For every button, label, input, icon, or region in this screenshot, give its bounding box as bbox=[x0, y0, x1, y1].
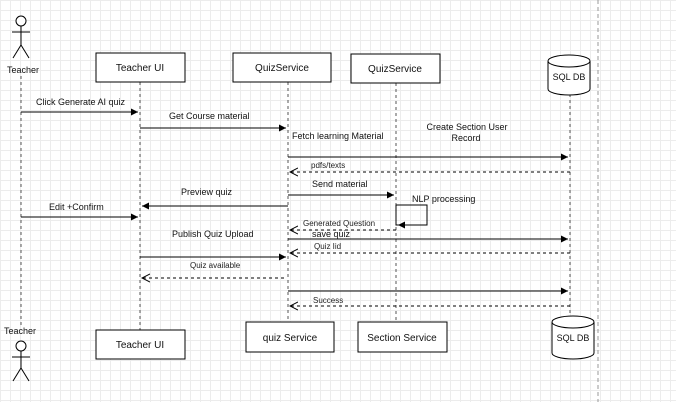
message-edit-confirm: Edit +Confirm bbox=[21, 202, 138, 221]
sql-db-cylinder-top bbox=[547, 54, 591, 96]
teacher-actor-bottom bbox=[12, 340, 30, 382]
section-service-box-bottom: Section Service bbox=[357, 321, 448, 353]
svg-text:Preview quiz: Preview quiz bbox=[181, 187, 233, 197]
svg-text:Success: Success bbox=[313, 296, 343, 305]
message-quiz-available: Quiz available bbox=[142, 261, 284, 278]
sql-db-cylinder-bottom bbox=[551, 315, 595, 360]
svg-text:quiz Service: quiz Service bbox=[263, 333, 318, 344]
svg-text:Generated Question: Generated Question bbox=[303, 219, 375, 228]
svg-text:Quiz available: Quiz available bbox=[190, 261, 241, 270]
message-quiz-iid: Quiz Iid bbox=[290, 242, 570, 253]
sql-db-label-top: SQL DB bbox=[553, 72, 586, 82]
svg-text:Click Generate AI quiz: Click Generate AI quiz bbox=[36, 97, 126, 107]
message-click-generate: Click Generate AI quiz bbox=[21, 97, 138, 116]
label-nlp-processing: NLP processing bbox=[412, 194, 475, 204]
teacher-ui-box-top: Teacher UI bbox=[95, 52, 186, 83]
label-create-section-line1: Create Section User bbox=[426, 122, 507, 132]
svg-text:Section Service: Section Service bbox=[367, 333, 437, 344]
message-preview-quiz: Preview quiz bbox=[142, 187, 288, 210]
message-success: Success bbox=[290, 296, 570, 306]
quiz-service-box-top: QuizService bbox=[232, 52, 332, 83]
nlp-self-loop bbox=[395, 204, 428, 226]
sql-db-label-bottom: SQL DB bbox=[557, 333, 590, 343]
svg-text:QuizService: QuizService bbox=[368, 64, 422, 75]
quiz-service2-box-top: QuizService bbox=[350, 53, 441, 84]
svg-text:Teacher UI: Teacher UI bbox=[116, 340, 164, 351]
label-create-section-line2: Record bbox=[451, 133, 480, 143]
message-send-material: Send material bbox=[288, 179, 394, 199]
svg-text:save quiz: save quiz bbox=[312, 229, 351, 239]
label-publish-quiz-upload: Publish Quiz Upload bbox=[172, 229, 254, 239]
teacher-ui-box-bottom: Teacher UI bbox=[95, 329, 186, 360]
svg-text:Get Course material: Get Course material bbox=[169, 111, 250, 121]
teacher-actor-top bbox=[12, 15, 30, 59]
svg-text:Send material: Send material bbox=[312, 179, 368, 189]
svg-text:Teacher UI: Teacher UI bbox=[116, 63, 164, 74]
label-fetch-learning-material: Fetch learning Material bbox=[292, 131, 384, 141]
svg-text:Quiz Iid: Quiz Iid bbox=[314, 242, 341, 251]
message-save-quiz: save quiz bbox=[288, 229, 568, 243]
message-get-course-material: Get Course material bbox=[140, 111, 286, 132]
teacher-label-bottom: Teacher bbox=[4, 326, 36, 336]
teacher-label-top: Teacher bbox=[7, 65, 39, 75]
svg-text:pdfs/texts: pdfs/texts bbox=[311, 161, 345, 170]
message-pdfs-texts: pdfs/texts bbox=[290, 161, 570, 172]
svg-text:QuizService: QuizService bbox=[255, 63, 309, 74]
svg-text:Edit +Confirm: Edit +Confirm bbox=[49, 202, 104, 212]
quiz-service-box-bottom: quiz Service bbox=[245, 321, 335, 353]
message-generated-question: Generated Question bbox=[290, 219, 396, 230]
